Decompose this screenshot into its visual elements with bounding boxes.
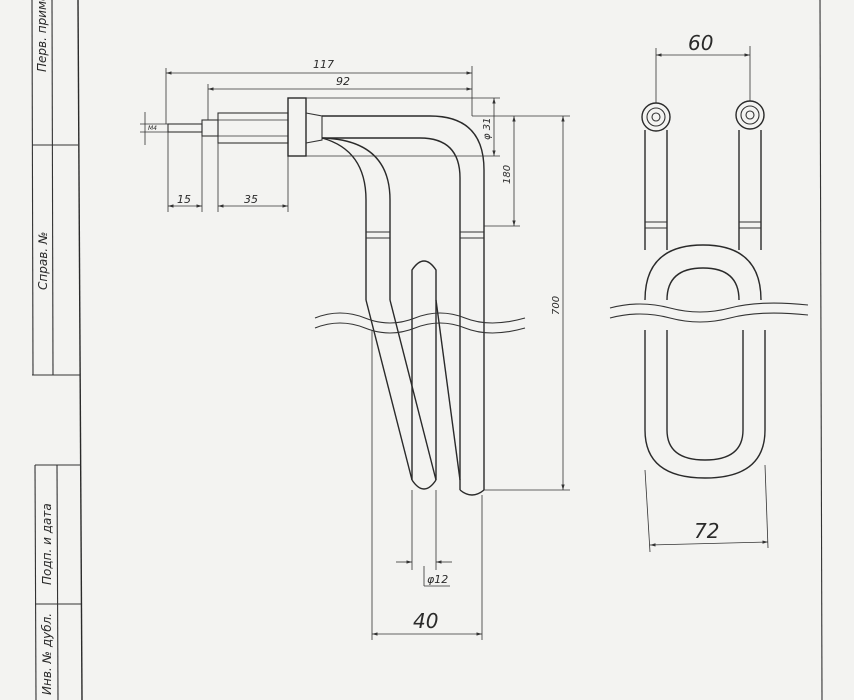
terminal-head-right bbox=[735, 100, 765, 130]
dim-180: 180 bbox=[484, 116, 520, 227]
dim-700: 700 bbox=[472, 115, 570, 491]
tube-return-loop bbox=[411, 260, 461, 481]
dim-15: 15 bbox=[167, 132, 203, 212]
dim-15-label: 15 bbox=[177, 193, 191, 206]
title-cell-reference-no: Справ. № bbox=[36, 232, 50, 290]
dim-72: 72 bbox=[644, 464, 769, 553]
drawing-frame bbox=[77, 0, 823, 700]
front-view: 60 72 bbox=[609, 31, 809, 553]
dim-phi-31: φ 31 bbox=[306, 97, 500, 157]
dim-117: 117 bbox=[165, 58, 473, 124]
break-line-front bbox=[609, 302, 809, 323]
title-cell-signature-date: Подп. и дата bbox=[40, 503, 54, 585]
terminal-stud bbox=[167, 97, 323, 157]
dim-72-label: 72 bbox=[694, 519, 719, 543]
break-line-side bbox=[314, 312, 526, 334]
dim-m4: M4 bbox=[140, 112, 168, 145]
dim-92-label: 92 bbox=[336, 75, 350, 88]
side-view: 117 92 15 35 M4 bbox=[140, 58, 570, 640]
title-cell-duplicate-inv: Инв. № дубл. bbox=[40, 613, 54, 695]
dim-phi-31-label: φ 31 bbox=[482, 118, 493, 141]
tube-inner bbox=[321, 137, 437, 490]
title-cell-first-use: Перв. примен. bbox=[35, 0, 49, 72]
dim-60-label: 60 bbox=[688, 31, 713, 55]
dim-m4-label: M4 bbox=[148, 125, 157, 132]
dim-92: 92 bbox=[207, 75, 472, 120]
tube-outer bbox=[322, 115, 485, 496]
dim-35: 35 bbox=[217, 143, 289, 212]
dim-40: 40 bbox=[371, 330, 483, 640]
dim-117-label: 117 bbox=[313, 58, 334, 71]
dim-700-label: 700 bbox=[551, 296, 562, 315]
dim-phi-12: φ12 bbox=[396, 490, 452, 587]
dim-35-label: 35 bbox=[244, 193, 258, 206]
dim-180-label: 180 bbox=[502, 165, 513, 184]
dim-40-label: 40 bbox=[413, 609, 438, 633]
dim-phi-12-label: φ12 bbox=[427, 573, 448, 586]
title-block: Перв. примен. Справ. № Подп. и дата Инв.… bbox=[31, 0, 81, 700]
dim-60: 60 bbox=[655, 31, 751, 103]
terminal-head-left bbox=[641, 102, 671, 132]
